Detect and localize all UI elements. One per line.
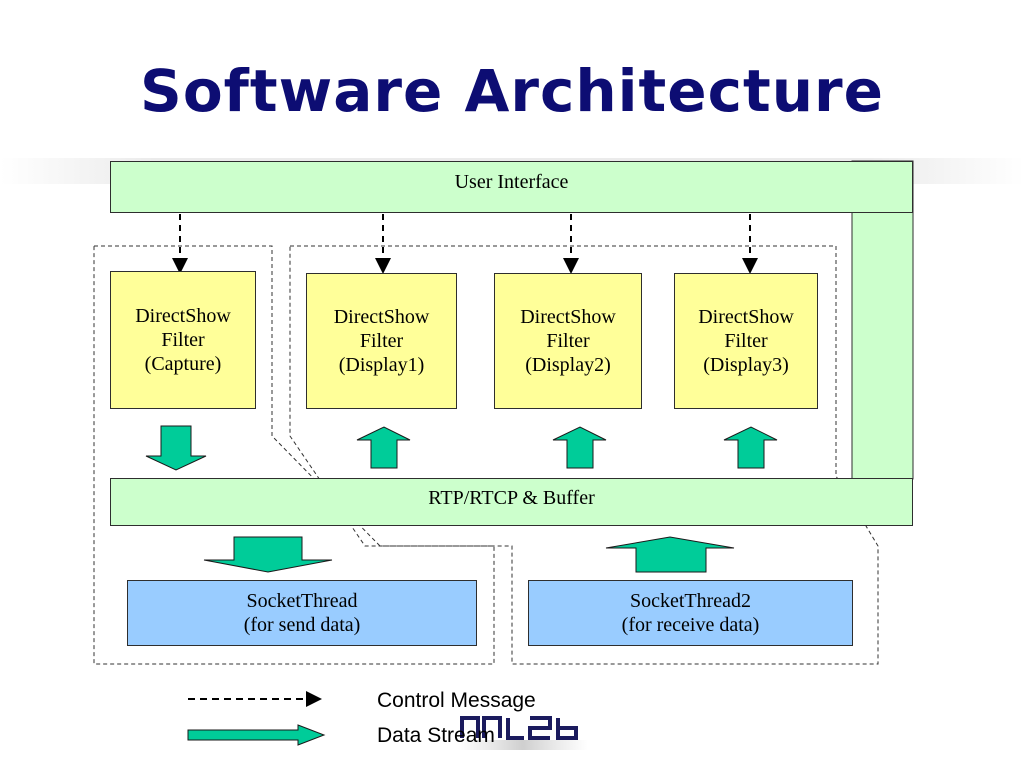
rtp-buffer-box: RTP/RTCP & Buffer (110, 478, 913, 526)
socket-receive-line1: SocketThread2 (629, 590, 752, 612)
filter-display1-line3: (Display1) (338, 354, 425, 376)
send-path-group-outline (93, 245, 495, 665)
socket-send-line2: (for send data) (243, 614, 361, 636)
legend-data-arrow (187, 724, 326, 746)
rtp-buffer-label: RTP/RTCP & Buffer (428, 487, 595, 509)
filter-display3-line3: (Display3) (703, 354, 789, 376)
slide-title: Software Architecture (140, 57, 884, 125)
filter-capture-line2: Filter (161, 329, 205, 351)
filter-display3-line2: Filter (724, 330, 768, 352)
filter-display2-line2: Filter (546, 330, 590, 352)
data-arrow-up-display1 (356, 426, 411, 469)
legend-control-label: Control Message (377, 689, 536, 712)
lab-logo-icon (458, 716, 588, 750)
filter-display1-line2: Filter (359, 330, 404, 352)
legend-data-label: Data Stream (377, 724, 495, 747)
socket-receive-line2: (for receive data) (621, 614, 760, 636)
filter-capture-box: DirectShow Filter (Capture) (110, 271, 256, 409)
data-arrow-up-display2 (552, 426, 607, 469)
user-interface-label: User Interface (454, 171, 569, 193)
filter-display3-box: DirectShow Filter (Display3) (674, 273, 818, 409)
user-interface-box: User Interface (110, 161, 913, 213)
filter-display2-line3: (Display2) (525, 354, 611, 376)
filter-display2-box: DirectShow Filter (Display2) (494, 273, 642, 409)
filter-display1-box: DirectShow Filter (Display1) (306, 273, 457, 409)
socket-receive-box: SocketThread2 (for receive data) (528, 580, 853, 646)
filter-display1-line1: DirectShow (333, 306, 430, 328)
data-arrow-down-capture (145, 425, 207, 471)
data-arrow-up-display3 (723, 426, 778, 469)
socket-send-line1: SocketThread (246, 590, 358, 612)
filter-capture-line1: DirectShow (135, 305, 231, 327)
filter-display3-line1: DirectShow (698, 306, 794, 328)
data-arrow-up-receive (605, 536, 735, 573)
socket-send-box: SocketThread (for send data) (127, 580, 477, 646)
data-arrow-down-send (203, 536, 333, 573)
filter-display2-line1: DirectShow (520, 306, 616, 328)
filter-capture-line3: (Capture) (144, 353, 222, 375)
